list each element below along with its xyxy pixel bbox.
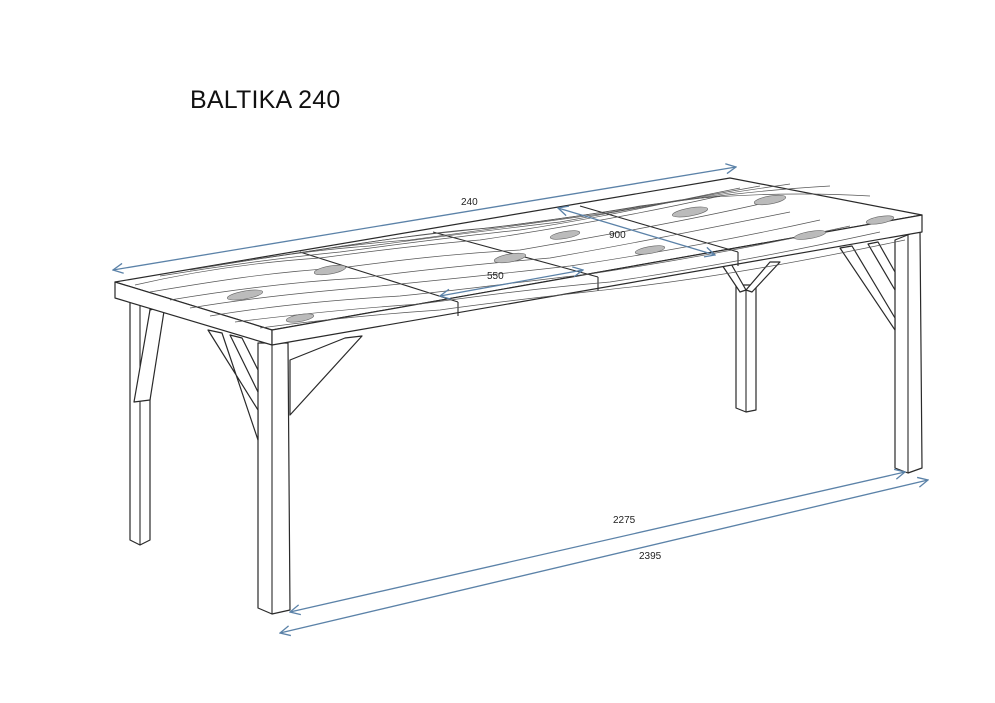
dim-leg-span-line [290, 472, 905, 612]
back-right-leg [719, 261, 781, 413]
dim-extension-depth-label: 550 [487, 271, 504, 282]
dim-leg-span-label: 2275 [613, 515, 636, 526]
back-left-leg [129, 299, 166, 546]
dim-top-length-label: 240 [461, 197, 478, 208]
dim-extension-width-line [558, 208, 715, 255]
dim-top-length-line [113, 167, 736, 270]
dimension-lines [113, 167, 928, 633]
dim-extension-depth-line [440, 270, 583, 296]
front-left-leg [207, 329, 363, 615]
dim-overall-length-label: 2395 [639, 551, 662, 562]
dim-extension-width-label: 900 [609, 230, 626, 241]
dim-overall-length-line [280, 480, 928, 633]
product-title: BALTIKA 240 [190, 86, 341, 114]
front-right-leg [839, 229, 923, 474]
